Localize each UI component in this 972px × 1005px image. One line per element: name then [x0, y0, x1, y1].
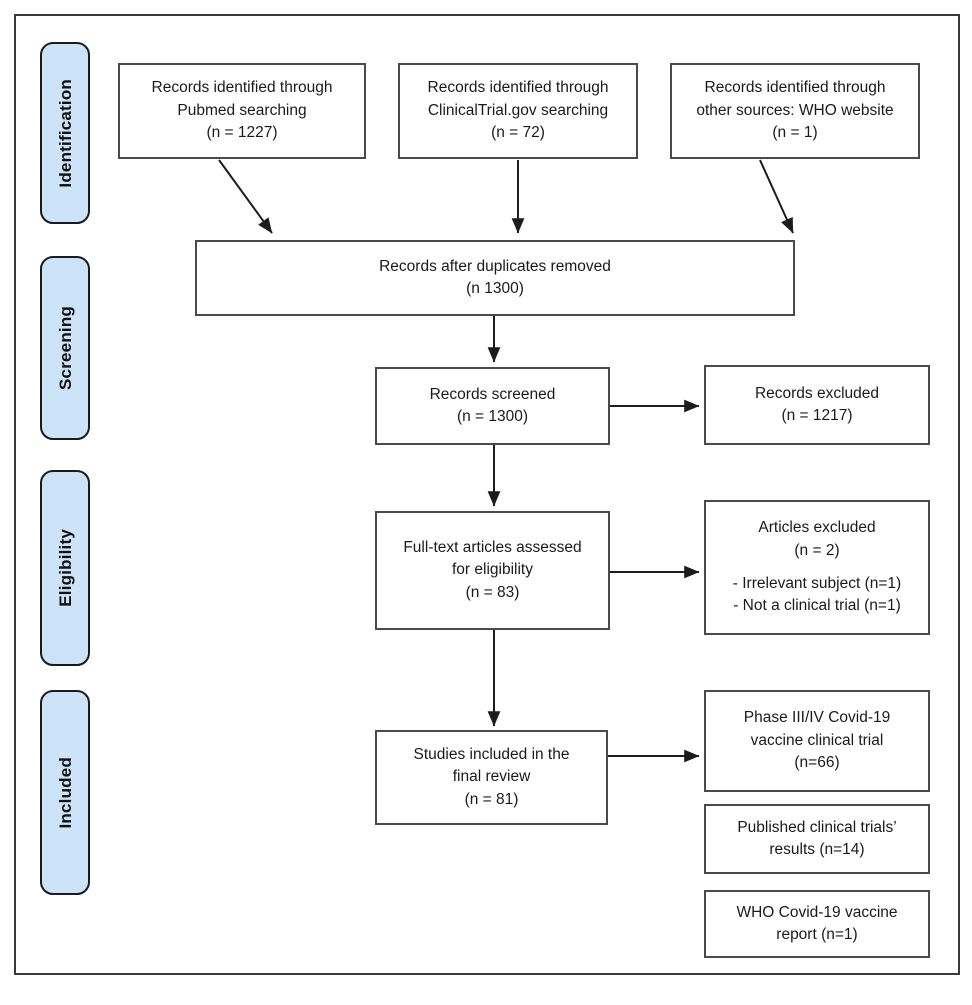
box-phase-trials: Phase III/IV Covid-19 vaccine clinical t… [704, 690, 930, 792]
box-fulltext-assessed-line2: for eligibility [452, 561, 533, 579]
box-records-clinicaltrials-line2: ClinicalTrial.gov searching [427, 101, 609, 119]
box-phase-trials-line2: vaccine clinical trial [750, 731, 884, 749]
stage-label-included: Included [55, 756, 75, 829]
stage-banner-identification: Identification [40, 42, 90, 224]
box-records-pubmed-line1: Records identified through [151, 79, 333, 97]
stage-banner-screening: Screening [40, 256, 90, 440]
box-records-other-sources-line1: Records identified through [704, 79, 886, 97]
box-studies-included: Studies included in the final review (n … [375, 730, 608, 825]
stage-label-screening: Screening [55, 306, 75, 390]
box-who-report: WHO Covid-19 vaccine report (n=1) [704, 890, 930, 958]
box-studies-included-line2: final review [452, 768, 531, 786]
box-records-clinicaltrials: Records identified through ClinicalTrial… [398, 63, 638, 159]
box-published-results-line1: Published clinical trials’ [737, 818, 897, 836]
box-who-report-line1: WHO Covid-19 vaccine [736, 903, 898, 921]
box-records-screened-line1: Records screened [429, 385, 556, 403]
box-records-other-sources: Records identified through other sources… [670, 63, 920, 159]
box-records-after-duplicates-line1: Records after duplicates removed [379, 257, 611, 275]
box-fulltext-assessed: Full-text articles assessed for eligibil… [375, 511, 610, 630]
box-records-other-sources-count: (n = 1) [772, 124, 818, 142]
box-articles-excluded-reason-1: - Irrelevant subject (n=1) [732, 575, 902, 592]
box-published-results: Published clinical trials’ results (n=14… [704, 804, 930, 874]
box-articles-excluded-line1: Articles excluded [758, 519, 876, 537]
box-records-pubmed-line2: Pubmed searching [177, 101, 307, 119]
box-published-results-count: results (n=14) [769, 841, 865, 858]
box-records-screened-count: (n = 1300) [456, 408, 529, 425]
box-studies-included-line1: Studies included in the [413, 745, 570, 763]
box-fulltext-assessed-line1: Full-text articles assessed [403, 538, 582, 556]
box-phase-trials-line1: Phase III/IV Covid-19 [743, 709, 891, 727]
box-records-after-duplicates: Records after duplicates removed (n 1300… [195, 240, 795, 316]
box-phase-trials-count: (n=66) [794, 754, 840, 772]
box-records-after-duplicates-count: (n 1300) [466, 280, 524, 297]
box-records-excluded: Records excluded (n = 1217) [704, 365, 930, 445]
box-records-pubmed: Records identified through Pubmed search… [118, 63, 366, 159]
diagram-frame [14, 14, 960, 975]
stage-label-eligibility: Eligibility [55, 529, 75, 607]
box-articles-excluded: Articles excluded (n = 2) - Irrelevant s… [704, 500, 930, 635]
box-records-excluded-count: (n = 1217) [781, 407, 853, 424]
box-records-screened: Records screened (n = 1300) [375, 367, 610, 445]
box-records-excluded-line1: Records excluded [754, 384, 880, 402]
stage-label-identification: Identification [55, 78, 75, 188]
box-fulltext-assessed-count: (n = 83) [465, 583, 520, 601]
stage-banner-eligibility: Eligibility [40, 470, 90, 666]
box-records-clinicaltrials-count: (n = 72) [491, 124, 545, 142]
box-records-other-sources-line2: other sources: WHO website [696, 101, 894, 119]
stage-banner-included: Included [40, 690, 90, 895]
box-who-report-count: report (n=1) [776, 926, 858, 943]
box-studies-included-count: (n = 81) [464, 790, 519, 808]
box-articles-excluded-reason-2: - Not a clinical trial (n=1) [733, 597, 901, 615]
box-records-pubmed-count: (n = 1227) [206, 124, 278, 142]
box-records-clinicaltrials-line1: Records identified through [427, 79, 609, 97]
box-articles-excluded-count: (n = 2) [794, 541, 840, 559]
